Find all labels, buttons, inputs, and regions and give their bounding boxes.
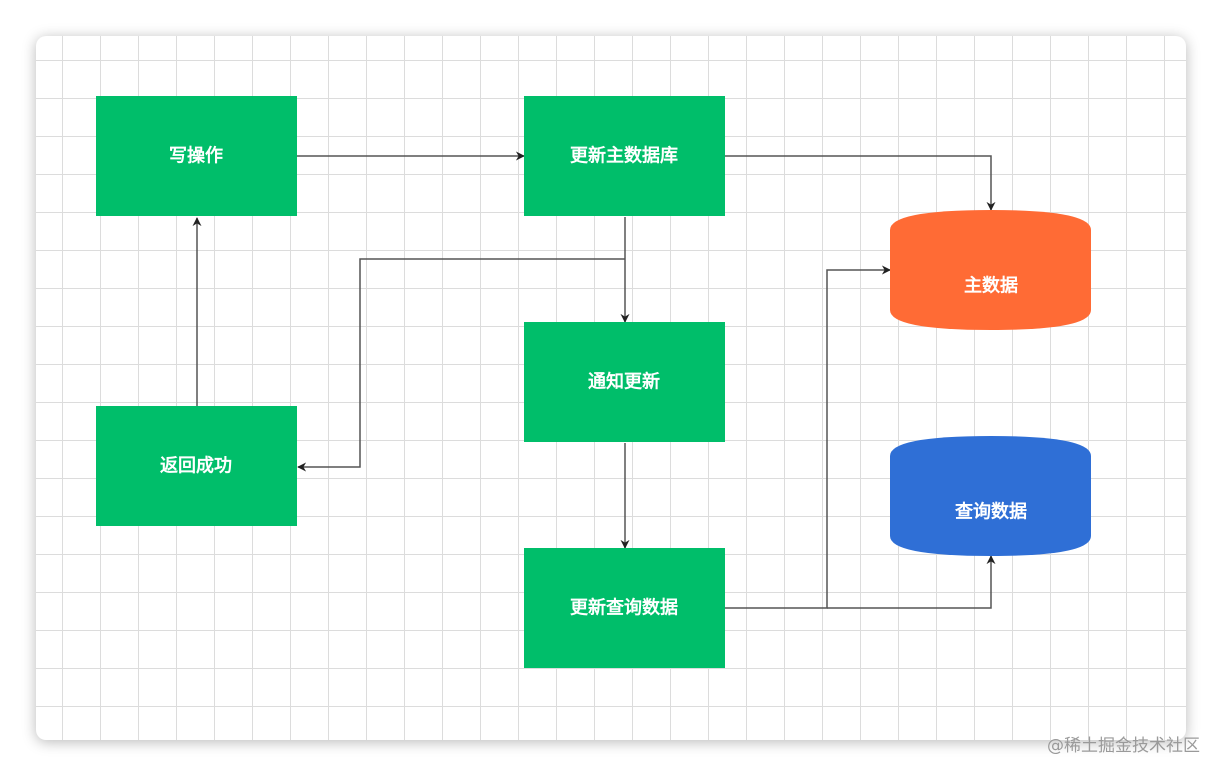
edge-update-query-to-master-db (725, 265, 891, 609)
flowchart: 写操作 更新主数据库 通知更新 更新查询数据 返回成功 主数据 查询数据 (96, 96, 1091, 668)
watermark: @稀土掘金技术社区 (1047, 736, 1200, 756)
diagram-canvas: 写操作 更新主数据库 通知更新 更新查询数据 返回成功 主数据 查询数据 (36, 36, 1186, 740)
node-return-ok[interactable]: 返回成功 (96, 406, 297, 526)
node-write[interactable]: 写操作 (96, 96, 297, 216)
node-update-query[interactable]: 更新查询数据 (524, 548, 725, 668)
edge-update-master-to-return-ok (297, 258, 625, 472)
node-label: 更新查询数据 (570, 597, 678, 619)
node-label: 查询数据 (955, 501, 1027, 523)
edges (192, 151, 996, 609)
node-notify[interactable]: 通知更新 (524, 322, 725, 442)
node-label: 主数据 (964, 275, 1018, 297)
node-label: 更新主数据库 (570, 145, 678, 167)
node-update-master[interactable]: 更新主数据库 (524, 96, 725, 216)
edge-update-query-to-query-db (827, 555, 996, 609)
node-label: 通知更新 (588, 371, 660, 393)
node-query-db[interactable]: 查询数据 (890, 436, 1091, 556)
node-master-db[interactable]: 主数据 (890, 210, 1091, 330)
node-label: 写操作 (169, 145, 223, 167)
node-label: 返回成功 (160, 455, 232, 477)
edge-update-master-to-master-db (725, 155, 996, 211)
